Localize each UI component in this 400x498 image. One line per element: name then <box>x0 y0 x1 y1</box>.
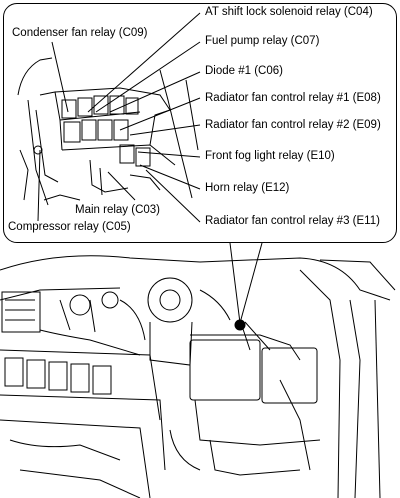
label-front-fog-light-relay: Front fog light relay (E10) <box>205 150 335 162</box>
label-radiator-fan-control-relay-1: Radiator fan control relay #1 (E08) <box>205 92 381 104</box>
engine-bay-illustration <box>0 255 396 498</box>
relay-box-illustration <box>17 57 199 206</box>
callout-pointer <box>229 242 263 324</box>
leader-lines <box>37 12 201 223</box>
label-horn-relay: Horn relay (E12) <box>205 182 290 194</box>
label-at-shift-lock-solenoid-relay: AT shift lock solenoid relay (C04) <box>205 6 373 18</box>
label-condenser-fan-relay: Condenser fan relay (C09) <box>12 27 148 39</box>
label-diode-1: Diode #1 (C06) <box>205 65 283 77</box>
relay-box-callout-frame <box>3 3 397 243</box>
label-compressor-relay: Compressor relay (C05) <box>8 221 131 233</box>
label-fuel-pump-relay: Fuel pump relay (C07) <box>205 35 320 47</box>
label-main-relay: Main relay (C03) <box>75 204 160 216</box>
label-radiator-fan-control-relay-2: Radiator fan control relay #2 (E09) <box>205 119 381 131</box>
label-radiator-fan-control-relay-3: Radiator fan control relay #3 (E11) <box>205 215 380 227</box>
